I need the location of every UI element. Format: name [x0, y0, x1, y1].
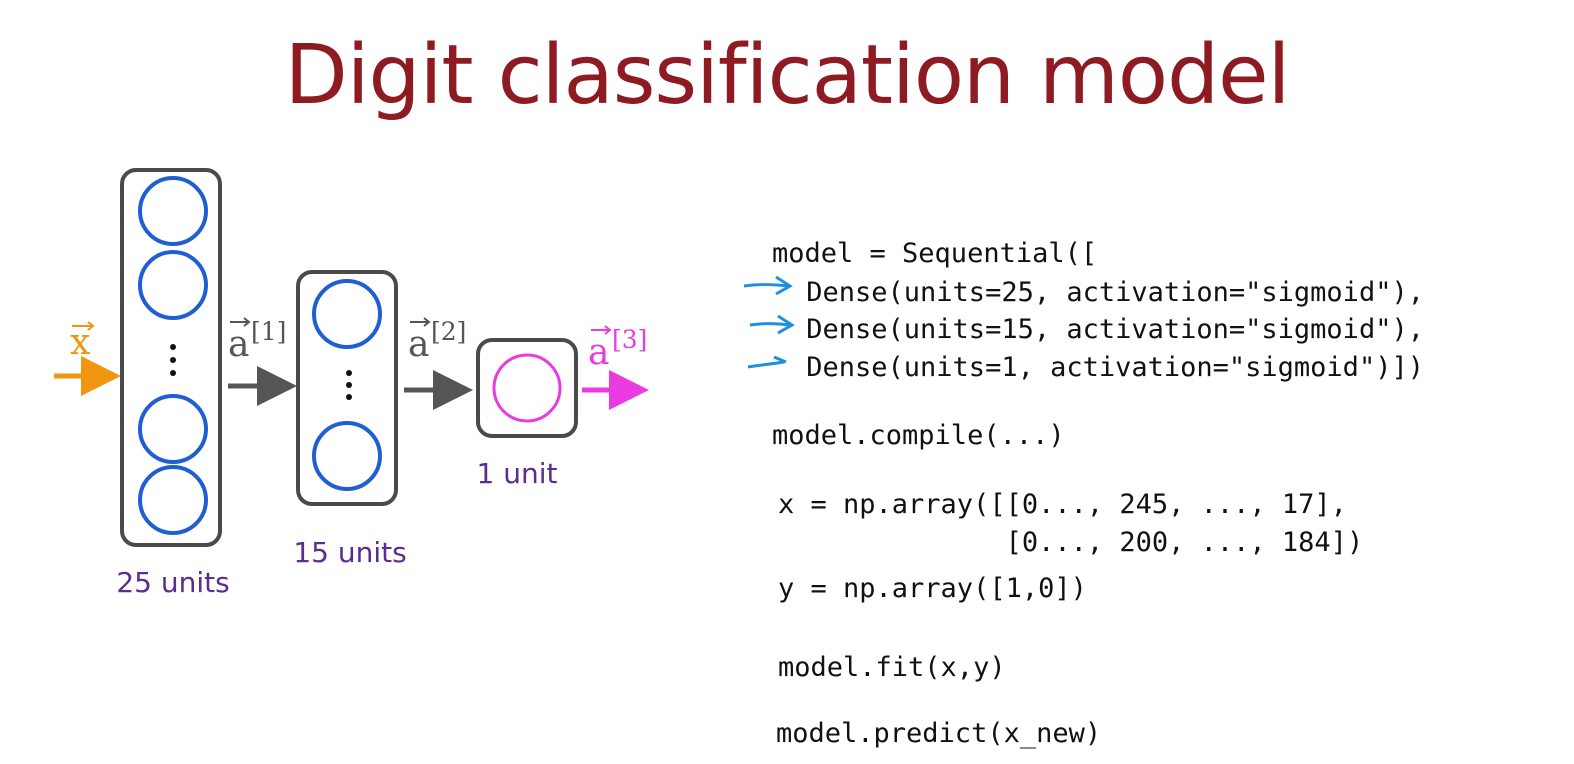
pointer-arrow-icon — [749, 314, 795, 335]
layer-1: 25 units — [116, 168, 230, 599]
layer-3: 1 unit — [476, 338, 578, 490]
layer-1-unit — [138, 176, 208, 246]
layer-2-box — [296, 270, 398, 506]
ellipsis-dot — [170, 357, 176, 363]
code-pointers — [743, 275, 795, 369]
layer-3-box — [476, 338, 578, 438]
activation-a1-label: a [1] — [228, 317, 286, 365]
svg-text:[2]: [2] — [431, 317, 466, 346]
layer-1-unit — [138, 465, 208, 535]
code-line-fit: model.fit(x,y) — [778, 652, 1006, 683]
ellipsis-dot — [170, 344, 176, 350]
code-line-y-array: y = np.array([1,0]) — [778, 573, 1087, 604]
ellipsis-dot — [346, 394, 352, 400]
layer-2: 15 units — [293, 270, 407, 569]
svg-text:a: a — [228, 324, 249, 365]
code-line-x-array: x = np.array([[0..., 245, ..., 17], — [778, 489, 1347, 520]
layer-3-units-label: 1 unit — [477, 457, 558, 490]
layer-2-unit — [312, 279, 382, 349]
input-x-label: x — [70, 321, 95, 363]
ellipsis-dot — [170, 370, 176, 376]
svg-text:[3]: [3] — [612, 325, 647, 354]
ellipsis-dot — [346, 370, 352, 376]
code-line-dense-15: Dense(units=15, activation="sigmoid"), — [790, 314, 1424, 345]
code-line-x-array-row2: [0..., 200, ..., 184]) — [778, 527, 1364, 558]
slide-title: Digit classification model — [284, 28, 1291, 123]
svg-text:x: x — [70, 322, 90, 363]
layer-1-unit — [138, 250, 208, 320]
code-line-model-sequential: model = Sequential([ — [772, 238, 1098, 269]
ellipsis-dot — [346, 382, 352, 388]
svg-text:[1]: [1] — [251, 317, 286, 346]
code-line-predict: model.predict(x_new) — [776, 718, 1102, 749]
layer-1-units-label: 25 units — [116, 566, 229, 599]
layer-1-box — [120, 168, 222, 547]
code-line-dense-25: Dense(units=25, activation="sigmoid"), — [790, 277, 1424, 308]
layer-3-unit — [492, 353, 562, 423]
code-line-dense-1: Dense(units=1, activation="sigmoid")]) — [790, 352, 1424, 383]
code-line-compile: model.compile(...) — [772, 420, 1065, 451]
pointer-arrow-icon — [743, 275, 793, 296]
activation-a2-label: a [2] — [408, 317, 466, 365]
layer-1-unit — [138, 394, 208, 464]
pointer-arrow-icon — [747, 355, 787, 369]
svg-text:a: a — [408, 324, 429, 365]
activation-a3-label: a [3] — [588, 325, 647, 373]
layer-2-units-label: 15 units — [293, 536, 406, 569]
layer-2-unit — [312, 421, 382, 491]
svg-text:a: a — [588, 332, 609, 373]
